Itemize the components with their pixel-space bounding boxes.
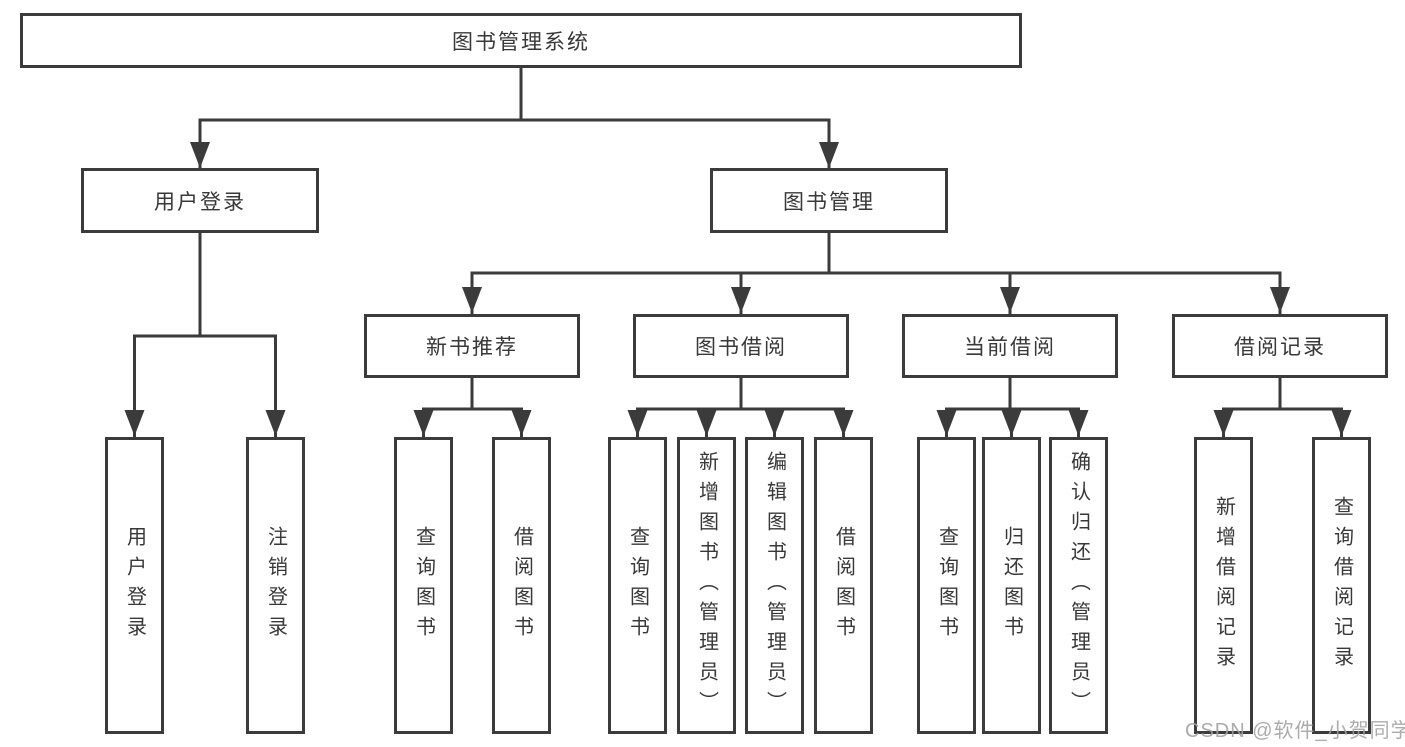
leaf-records-add-record: 新增借阅记录 bbox=[1194, 437, 1253, 734]
leaf-newbooks-borrow-books: 借阅图书 bbox=[492, 437, 551, 734]
node-root-system: 图书管理系统 bbox=[20, 13, 1022, 68]
node-user-login: 用户登录 bbox=[81, 168, 319, 233]
leaf-borrow-add-books-admin: 新增图书（管理员） bbox=[677, 437, 736, 734]
leaf-logout-label: 注销登录 bbox=[264, 525, 287, 646]
leaf-records-query-record: 查询借阅记录 bbox=[1312, 437, 1371, 734]
connector-records-to-leaves bbox=[1213, 376, 1352, 438]
leaf-newbooks-query-books: 查询图书 bbox=[394, 437, 453, 734]
node-current-borrow: 当前借阅 bbox=[902, 314, 1118, 378]
connector-newbooks-to-leaves bbox=[413, 376, 532, 438]
leaf-current-return-books-label: 归还图书 bbox=[1000, 525, 1023, 646]
leaf-borrow-query-books: 查询图书 bbox=[608, 437, 667, 734]
leaf-records-add-record-label: 新增借阅记录 bbox=[1212, 495, 1235, 676]
connector-current-to-leaves bbox=[936, 376, 1089, 438]
connector-login-to-leaves bbox=[124, 231, 286, 438]
leaf-current-return-books: 归还图书 bbox=[982, 437, 1041, 734]
node-new-book-recommend: 新书推荐 bbox=[364, 314, 580, 378]
leaf-user-login: 用户登录 bbox=[105, 437, 164, 734]
leaf-newbooks-borrow-books-label: 借阅图书 bbox=[510, 525, 533, 646]
node-book-management: 图书管理 bbox=[710, 168, 948, 233]
node-borrow-records: 借阅记录 bbox=[1172, 314, 1388, 378]
leaf-current-query-books-label: 查询图书 bbox=[935, 525, 958, 646]
leaf-borrow-edit-books-admin: 编辑图书（管理员） bbox=[745, 437, 804, 734]
leaf-borrow-borrow-books: 借阅图书 bbox=[814, 437, 873, 734]
watermark: CSDN @软件_小贺同学 bbox=[1185, 720, 1405, 742]
leaf-user-login-label: 用户登录 bbox=[123, 525, 146, 646]
leaf-borrow-borrow-books-label: 借阅图书 bbox=[832, 525, 855, 646]
leaf-borrow-add-books-admin-label: 新增图书（管理员） bbox=[695, 450, 718, 721]
leaf-current-query-books: 查询图书 bbox=[917, 437, 976, 734]
node-book-borrow: 图书借阅 bbox=[633, 314, 849, 378]
leaf-current-confirm-return-admin-label: 确认归还（管理员） bbox=[1067, 450, 1090, 721]
leaf-current-confirm-return-admin: 确认归还（管理员） bbox=[1049, 437, 1108, 734]
connector-mgmt-to-sections bbox=[462, 231, 1290, 315]
leaf-borrow-edit-books-admin-label: 编辑图书（管理员） bbox=[763, 450, 786, 721]
leaf-logout: 注销登录 bbox=[246, 437, 305, 734]
leaf-records-query-record-label: 查询借阅记录 bbox=[1330, 495, 1353, 676]
connector-root-to-level1 bbox=[190, 66, 839, 170]
leaf-newbooks-query-books-label: 查询图书 bbox=[412, 525, 435, 646]
connector-borrow-to-leaves bbox=[627, 376, 854, 438]
leaf-borrow-query-books-label: 查询图书 bbox=[626, 525, 649, 646]
